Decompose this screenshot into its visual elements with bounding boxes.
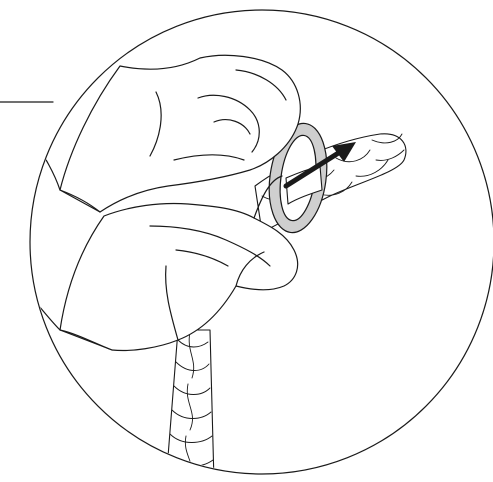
- hanging-rope: [166, 330, 214, 482]
